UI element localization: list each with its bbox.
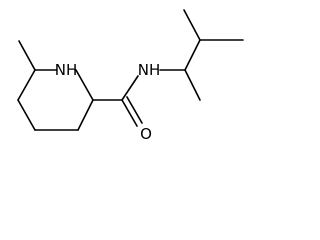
ring-nitrogen-label: NH — [55, 61, 78, 79]
bond-ch-methyl — [184, 69, 201, 101]
bond-n1-c2 — [75, 69, 94, 101]
bond-c2-c3 — [77, 99, 94, 131]
bond-carbonyl-o-2 — [126, 96, 143, 124]
bond-ch2-methyl-up — [183, 9, 201, 41]
bond-c5-c6 — [17, 69, 36, 101]
bond-c6-methyl — [18, 40, 36, 71]
carbonyl-oxygen-label: O — [140, 125, 152, 143]
amide-nitrogen-label: NH — [138, 61, 161, 79]
bond-carbonyl-nh — [121, 75, 139, 101]
bond-carbonyl-o-1 — [121, 99, 138, 127]
bond-c4-c5 — [17, 99, 36, 131]
chemical-structure: NH NH O — [17, 9, 244, 143]
bond-ch-ch2 — [184, 39, 201, 71]
